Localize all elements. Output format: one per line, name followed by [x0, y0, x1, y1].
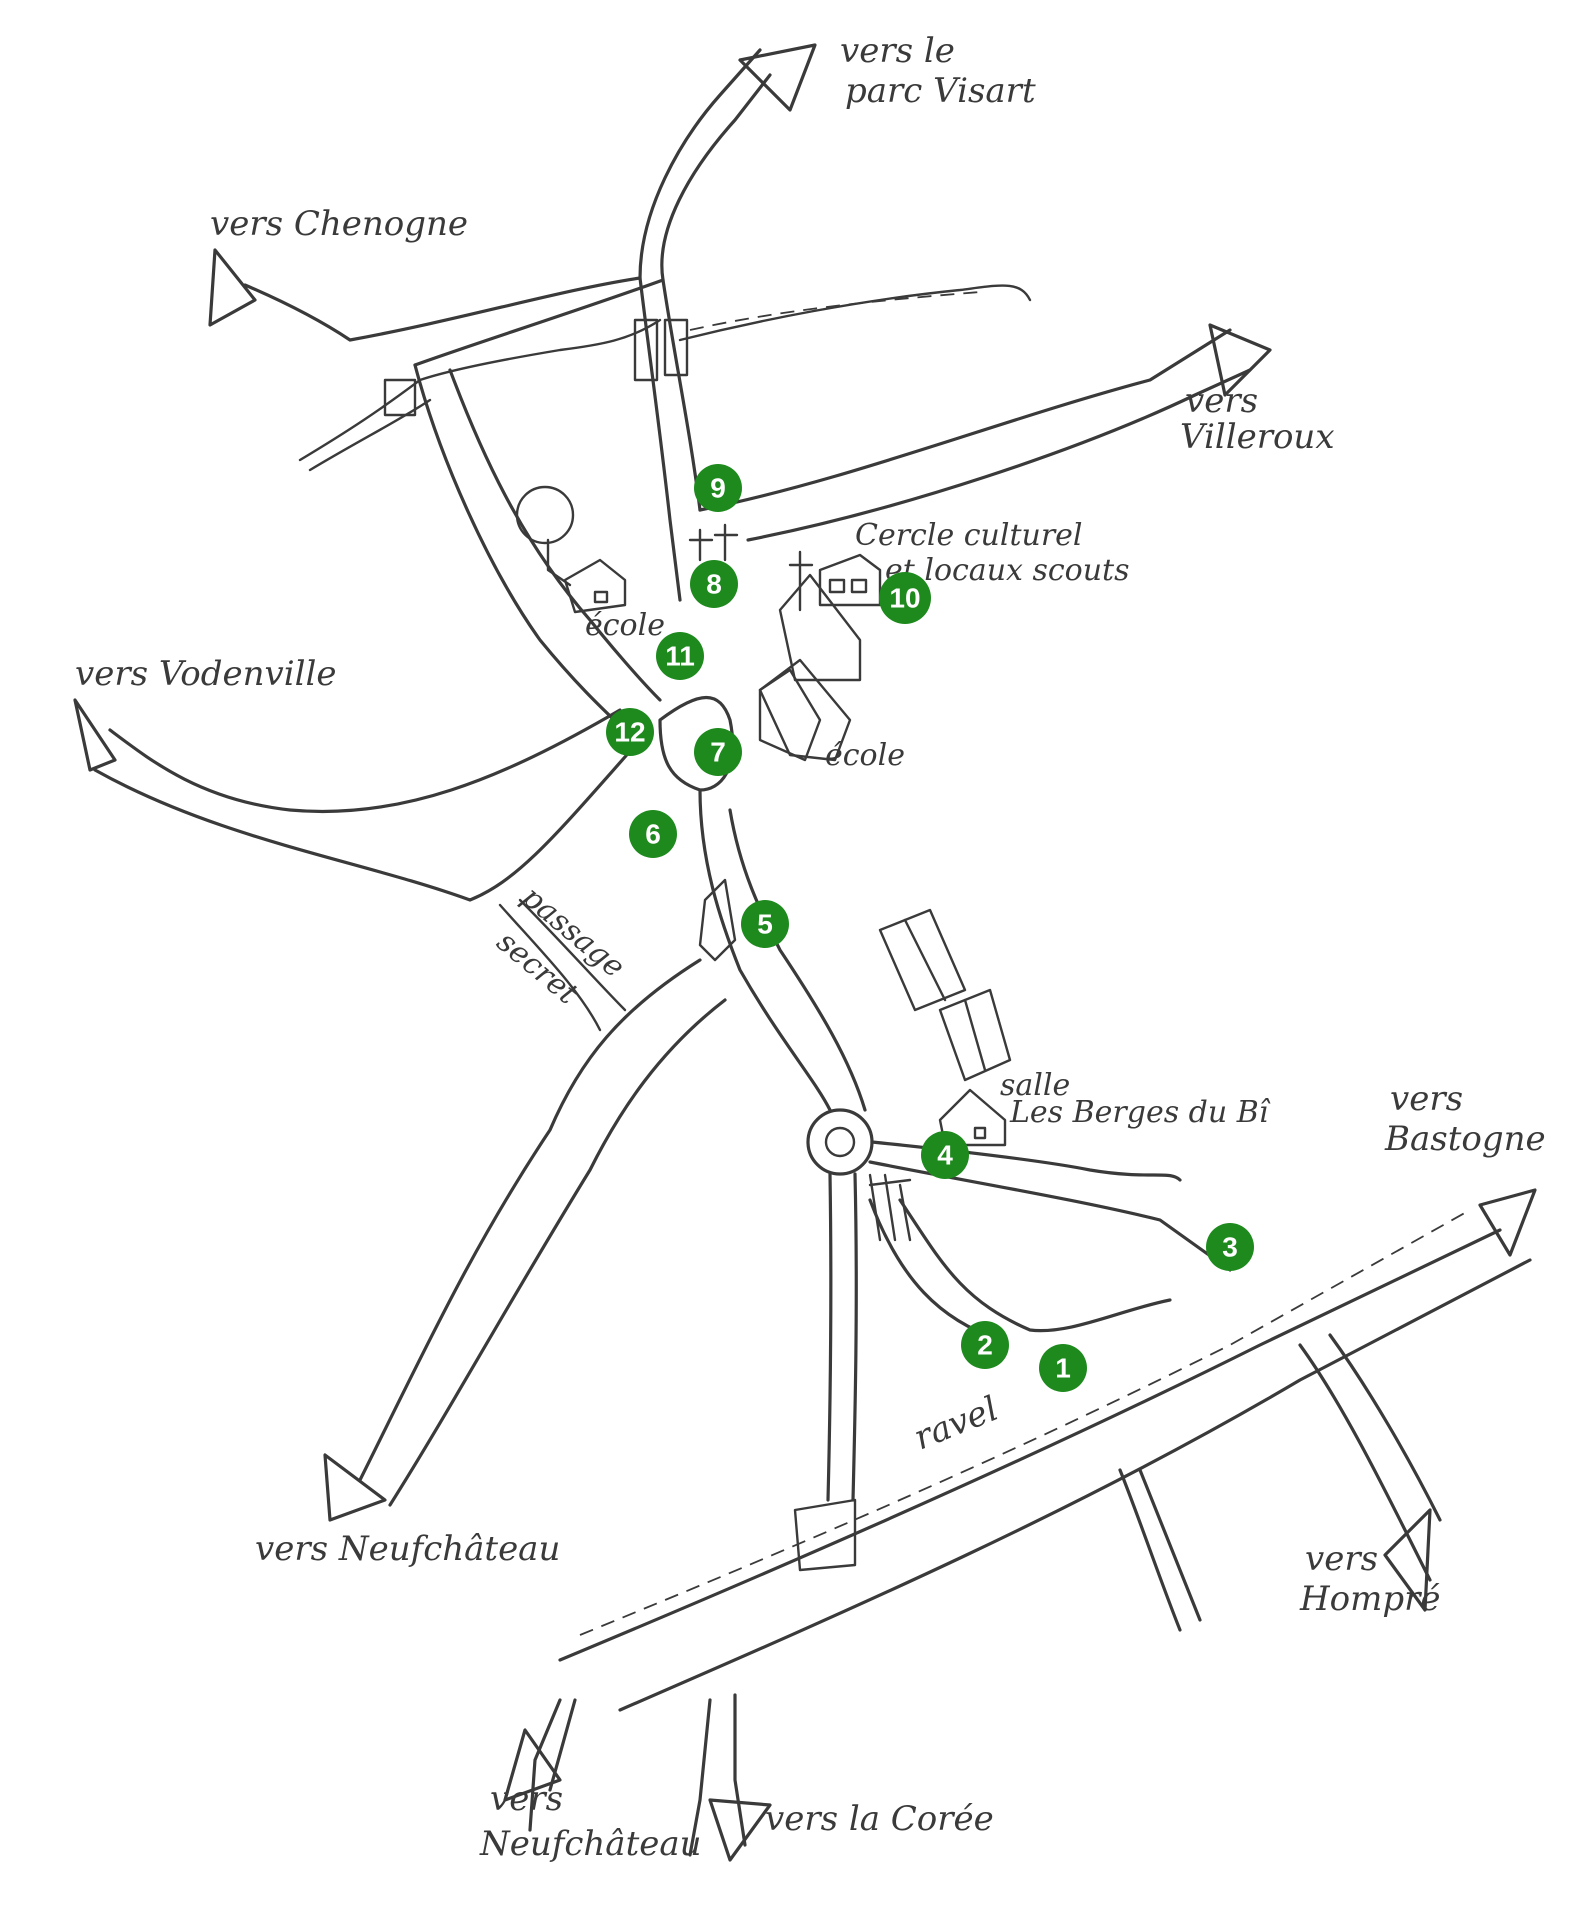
arrow-neufchateau-bottom: [503, 1728, 562, 1802]
marker-9[interactable]: 9: [694, 464, 742, 512]
house-icon: [563, 558, 627, 614]
school-right-icon: [758, 668, 822, 762]
marker-4[interactable]: 4: [921, 1131, 969, 1179]
label-coree: vers la Corée: [765, 1799, 994, 1839]
marker-2[interactable]: 2: [961, 1321, 1009, 1369]
svg-text:6: 6: [645, 819, 661, 850]
label-neufchateau-left: vers Neufchâteau: [255, 1529, 560, 1569]
svg-text:2: 2: [977, 1330, 993, 1361]
cemetery-crosses-icon: [688, 523, 739, 562]
svg-text:3: 3: [1222, 1232, 1238, 1263]
svg-text:9: 9: [710, 473, 726, 504]
label-parc-visart-line1: vers le: [840, 31, 955, 71]
statue-icon: [698, 878, 737, 962]
label-hompre-line2: Hompré: [1299, 1579, 1441, 1619]
svg-text:8: 8: [706, 569, 722, 600]
label-chenogne: vers Chenogne: [210, 204, 468, 244]
label-hompre-line1: vers: [1305, 1539, 1378, 1579]
label-villeroux-line1: vers: [1185, 381, 1258, 421]
svg-text:10: 10: [889, 583, 920, 614]
marker-10[interactable]: 10: [879, 572, 931, 624]
tree-icon: [515, 485, 575, 587]
label-ecole-right: école: [825, 738, 905, 773]
marker-7[interactable]: 7: [694, 728, 742, 776]
label-parc-visart-line2: parc Visart: [845, 71, 1036, 111]
label-vodenville: vers Vodenville: [75, 654, 336, 694]
label-villeroux-line2: Villeroux: [1180, 417, 1335, 457]
label-salle-line2: Les Berges du Bî: [1009, 1095, 1271, 1130]
arrow-villeroux: [1208, 323, 1272, 397]
marker-3[interactable]: 3: [1206, 1223, 1254, 1271]
label-cercle-line1: Cercle culturel: [855, 518, 1083, 553]
sports-field-icon: [878, 908, 1012, 1082]
marker-1[interactable]: 1: [1039, 1344, 1087, 1392]
svg-text:12: 12: [614, 717, 645, 748]
arrow-neufchateau-left: [323, 1453, 387, 1522]
labels: vers le parc Visart vers Chenogne vers V…: [75, 31, 1546, 1864]
svg-text:7: 7: [710, 737, 726, 768]
svg-text:5: 5: [757, 909, 773, 940]
arrows: [73, 43, 1537, 1862]
cercle-culturel-building-icon: [818, 553, 882, 607]
streams: [298, 284, 1032, 1032]
label-bastogne-line2: Bastogne: [1384, 1119, 1546, 1159]
label-neufchateau-bottom-line2: Neufchâteau: [479, 1824, 702, 1864]
playground-icon: [868, 1173, 912, 1242]
marker-5[interactable]: 5: [741, 900, 789, 948]
label-ecole-left: école: [585, 608, 665, 643]
arrow-hompre: [1383, 1508, 1432, 1612]
church-icon: [758, 550, 862, 762]
arrow-coree: [708, 1798, 772, 1862]
svg-text:11: 11: [665, 641, 695, 672]
label-cercle-line2: et locaux scouts: [885, 553, 1130, 588]
marker-8[interactable]: 8: [690, 560, 738, 608]
bridges-north-icon: [383, 318, 689, 417]
label-neufchateau-bottom-line1: vers: [490, 1779, 563, 1819]
buildings: [383, 318, 1012, 1572]
marker-11[interactable]: 11: [656, 632, 704, 680]
label-salle-line1: salle: [1000, 1068, 1070, 1103]
marker-6[interactable]: 6: [629, 810, 677, 858]
arrow-bastogne: [1478, 1188, 1537, 1257]
bridge-bottom-icon: [793, 1498, 857, 1572]
marker-12[interactable]: 12: [606, 708, 654, 756]
arrow-vodenville: [73, 698, 117, 772]
arrow-north: [738, 43, 817, 112]
svg-text:4: 4: [937, 1140, 953, 1171]
markers: 1 2 3 4 5 6 7 8 9 10 11 12: [606, 464, 1254, 1392]
arrow-chenogne: [208, 248, 257, 327]
label-ravel: ravel: [908, 1389, 1003, 1459]
svg-text:1: 1: [1055, 1353, 1071, 1384]
label-bastogne-line1: vers: [1390, 1079, 1463, 1119]
